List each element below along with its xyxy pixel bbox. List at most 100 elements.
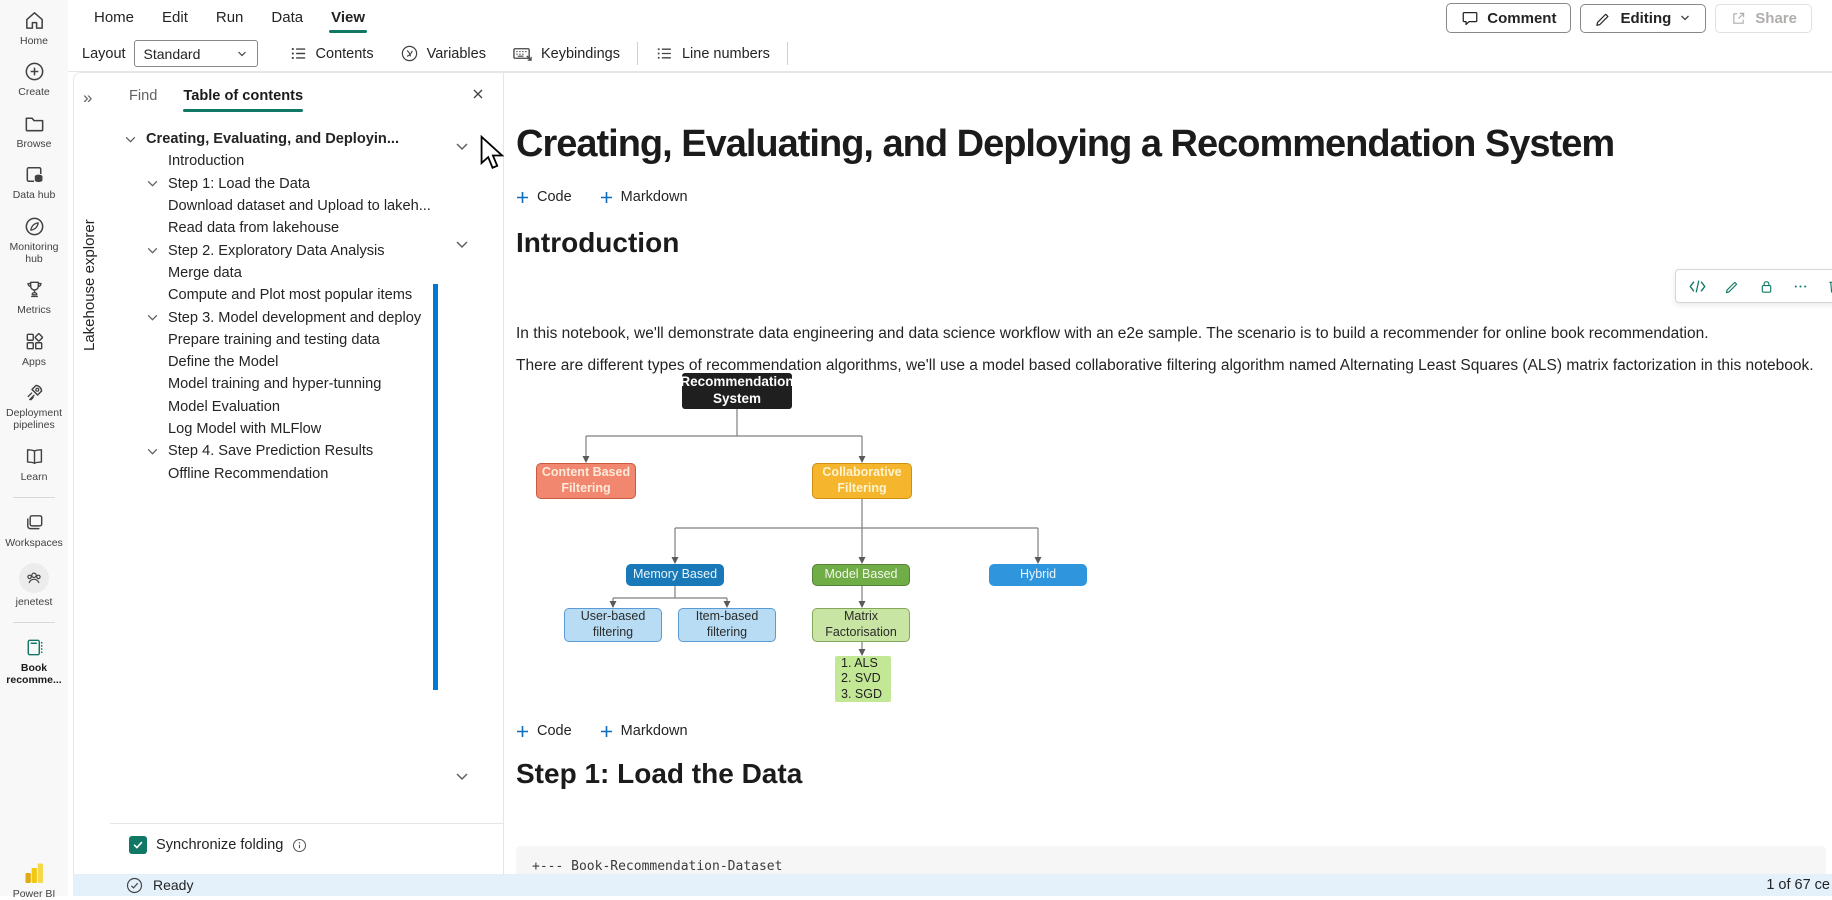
toc-panel: Find Table of contents Creating, Evaluat… [110, 73, 504, 874]
toolbar-divider [636, 42, 638, 65]
variables-icon [400, 44, 419, 63]
toc-item[interactable]: Offline Recommendation [168, 465, 329, 482]
toc-item[interactable]: Model training and hyper-tunning [168, 376, 382, 393]
synchronize-folding-checkbox[interactable] [129, 836, 147, 854]
pencil-icon [1595, 10, 1612, 27]
power-bi-logo[interactable]: Power BI [0, 862, 68, 900]
add-code-button[interactable]: Code [516, 189, 572, 205]
rail-item-create[interactable]: Create [1, 60, 67, 98]
rail-item-label: Browse [16, 137, 52, 150]
rail-item-learn[interactable]: Learn [1, 445, 67, 483]
power-bi-icon [22, 862, 46, 886]
keybindings-button[interactable]: Keybindings [499, 39, 633, 69]
more-options-icon[interactable] [1793, 279, 1808, 294]
toc-item[interactable]: Define the Model [168, 354, 279, 371]
line-numbers-button[interactable]: Line numbers [642, 39, 783, 69]
menu-tab-data[interactable]: Data [271, 9, 304, 26]
menu-tab-edit[interactable]: Edit [162, 9, 188, 26]
info-icon[interactable] [292, 838, 307, 853]
variables-button[interactable]: Variables [387, 39, 499, 69]
rail-item-label: Deployment pipelines [5, 407, 63, 432]
toc-item[interactable]: Download dataset and Upload to lakeh... [168, 198, 431, 215]
toc-item[interactable]: Creating, Evaluating, and Deployin... [110, 128, 503, 150]
code-cell-editor[interactable]: +--- Book-Recommendation-Dataset [516, 846, 1826, 874]
lakehouse-explorer-tab[interactable]: Lakehouse explorer [81, 219, 98, 351]
contents-label: Contents [315, 45, 374, 62]
rail-item-data-hub[interactable]: Data hub [1, 163, 67, 201]
menu-tab-home[interactable]: Home [94, 9, 135, 26]
edit-cell-icon[interactable] [1725, 279, 1740, 294]
status-bar: Ready 1 of 67 ce [73, 874, 1832, 896]
add-code-button[interactable]: Code [516, 723, 572, 739]
toc-item[interactable]: Introduction [168, 153, 245, 170]
share-button[interactable]: Share [1715, 3, 1812, 33]
recommendation-diagram: Recommendation System Content Based Filt… [516, 373, 1096, 713]
comment-icon [1461, 9, 1479, 27]
database-icon [23, 163, 46, 186]
rail-item-browse[interactable]: Browse [1, 112, 67, 150]
rail-item-metrics[interactable]: Metrics [1, 278, 67, 316]
toc-item[interactable]: Compute and Plot most popular items [168, 287, 413, 304]
plus-icon [600, 191, 613, 204]
menu-tab-run[interactable]: Run [215, 9, 244, 26]
collapse-step1-chevron-icon[interactable] [453, 767, 471, 785]
rail-item-home[interactable]: Home [1, 9, 67, 47]
rail-divider [13, 621, 55, 623]
toc-tree: Creating, Evaluating, and Deployin... In… [110, 128, 503, 485]
rail-item-account[interactable]: jenetest [1, 562, 67, 608]
workspaces-icon [23, 511, 46, 534]
convert-to-code-icon[interactable] [1689, 279, 1706, 294]
rail-item-deployment-pipelines[interactable]: Deployment pipelines [1, 381, 67, 432]
add-markdown-button[interactable]: Markdown [600, 723, 688, 739]
close-icon[interactable] [471, 87, 485, 101]
app-rail: Home Create Browse Data hub Monitoring h… [0, 0, 68, 896]
expand-panel-icon[interactable]: » [83, 88, 93, 107]
rail-item-notebook[interactable]: Book recomme... [1, 636, 67, 687]
notebook-area: Creating, Evaluating, and Deploying a Re… [439, 73, 1832, 874]
collapse-intro-chevron-icon[interactable] [453, 235, 471, 253]
toc-item[interactable]: Step 2. Exploratory Data Analysis [110, 239, 503, 261]
layout-dropdown[interactable]: Standard [133, 40, 258, 67]
add-markdown-label: Markdown [620, 723, 688, 739]
workspace-canvas: » Lakehouse explorer Find Table of conte… [73, 72, 1832, 874]
rail-item-workspaces[interactable]: Workspaces [1, 511, 67, 549]
contents-button[interactable]: Contents [276, 39, 387, 69]
lock-cell-icon[interactable] [1759, 279, 1774, 294]
diagram-node-collaborative: Collaborative Filtering [812, 463, 912, 499]
notebook-scrollbar[interactable] [433, 284, 438, 690]
add-markdown-label: Markdown [620, 189, 688, 205]
tab-find[interactable]: Find [129, 88, 158, 104]
share-icon [1730, 10, 1747, 27]
rail-item-label: Create [18, 86, 50, 99]
delete-cell-icon[interactable] [1827, 278, 1832, 294]
add-cell-row: Code Markdown [516, 723, 688, 739]
toc-item[interactable]: Step 3. Model development and deploy [110, 306, 503, 328]
view-toolbar: Layout Standard Contents Variables Keybi… [68, 36, 1832, 72]
editing-mode-button[interactable]: Editing [1580, 3, 1707, 33]
add-markdown-button[interactable]: Markdown [600, 189, 688, 205]
compass-icon [23, 215, 46, 238]
collapse-title-chevron-icon[interactable] [453, 137, 471, 155]
toc-item[interactable]: Step 4. Save Prediction Results [110, 440, 503, 462]
toc-item[interactable]: Merge data [168, 264, 242, 281]
cell-count-indicator: 1 of 67 ce [1766, 877, 1830, 893]
comment-button[interactable]: Comment [1446, 3, 1572, 33]
chevron-down-icon [122, 133, 146, 146]
menu-tab-view[interactable]: View [317, 0, 379, 36]
toc-item[interactable]: Step 1: Load the Data [110, 173, 503, 195]
tab-table-of-contents[interactable]: Table of contents [183, 88, 303, 112]
rocket-icon [23, 381, 46, 404]
toc-item[interactable]: Model Evaluation [168, 398, 280, 415]
code-line: +--- Book-Recommendation-Dataset [532, 859, 783, 874]
menu-bar: Home Edit Run Data View Comment Editing … [68, 0, 1832, 36]
rail-item-apps[interactable]: Apps [1, 330, 67, 368]
toc-item[interactable]: Log Model with MLFlow [168, 421, 322, 437]
account-avatar [19, 562, 49, 593]
toc-item[interactable]: Prepare training and testing data [168, 331, 380, 348]
diagram-node-content-based: Content Based Filtering [536, 463, 636, 499]
toc-item[interactable]: Read data from lakehouse [168, 220, 340, 237]
toolbar-divider [786, 42, 788, 65]
rail-item-monitoring-hub[interactable]: Monitoring hub [1, 215, 67, 266]
folder-icon [23, 112, 46, 135]
rail-item-label: Workspaces [5, 537, 63, 550]
